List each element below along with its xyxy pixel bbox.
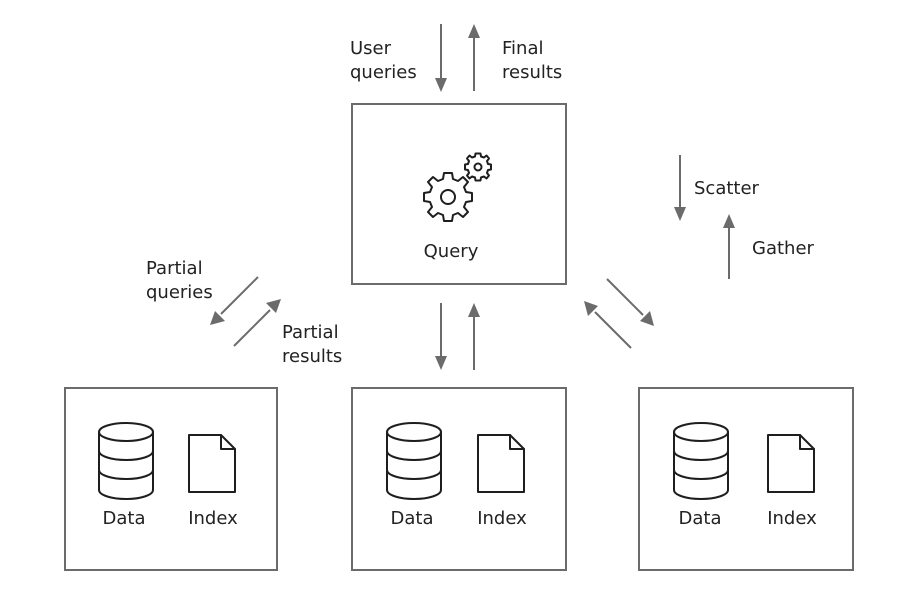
gather-arrow bbox=[723, 214, 735, 279]
scatter-label: Scatter bbox=[694, 178, 760, 199]
partial-results-label: Partial results bbox=[282, 322, 344, 367]
middle-scatter-arrow bbox=[435, 303, 447, 370]
gears-icon bbox=[423, 152, 492, 222]
scatter-arrow bbox=[674, 155, 686, 221]
final-results-arrow bbox=[468, 24, 480, 91]
shard-node: Data Index bbox=[64, 387, 278, 571]
document-icon bbox=[477, 434, 525, 493]
database-icon bbox=[673, 422, 729, 500]
partial-queries-label: Partial queries bbox=[146, 258, 213, 303]
data-label: Data bbox=[679, 508, 722, 529]
document-icon bbox=[767, 434, 815, 493]
database-icon bbox=[386, 422, 442, 500]
final-results-label: Final results bbox=[502, 38, 562, 83]
right-gather-arrow bbox=[584, 301, 632, 349]
index-label: Index bbox=[477, 508, 527, 529]
right-scatter-arrow bbox=[606, 278, 654, 326]
document-icon bbox=[188, 434, 236, 493]
partial-queries-arrow bbox=[210, 276, 259, 325]
shard-node: Data Index bbox=[638, 387, 854, 571]
middle-gather-arrow bbox=[468, 303, 480, 370]
shard-node: Data Index bbox=[351, 387, 567, 571]
index-label: Index bbox=[767, 508, 817, 529]
data-label: Data bbox=[103, 508, 146, 529]
index-label: Index bbox=[188, 508, 238, 529]
query-label: Query bbox=[424, 241, 479, 262]
user-queries-label: User queries bbox=[350, 38, 417, 83]
partial-results-arrow bbox=[233, 299, 281, 347]
gather-label: Gather bbox=[752, 238, 815, 259]
database-icon bbox=[98, 422, 154, 500]
data-label: Data bbox=[391, 508, 434, 529]
query-node: Query bbox=[351, 103, 567, 285]
user-queries-arrow bbox=[435, 24, 447, 92]
